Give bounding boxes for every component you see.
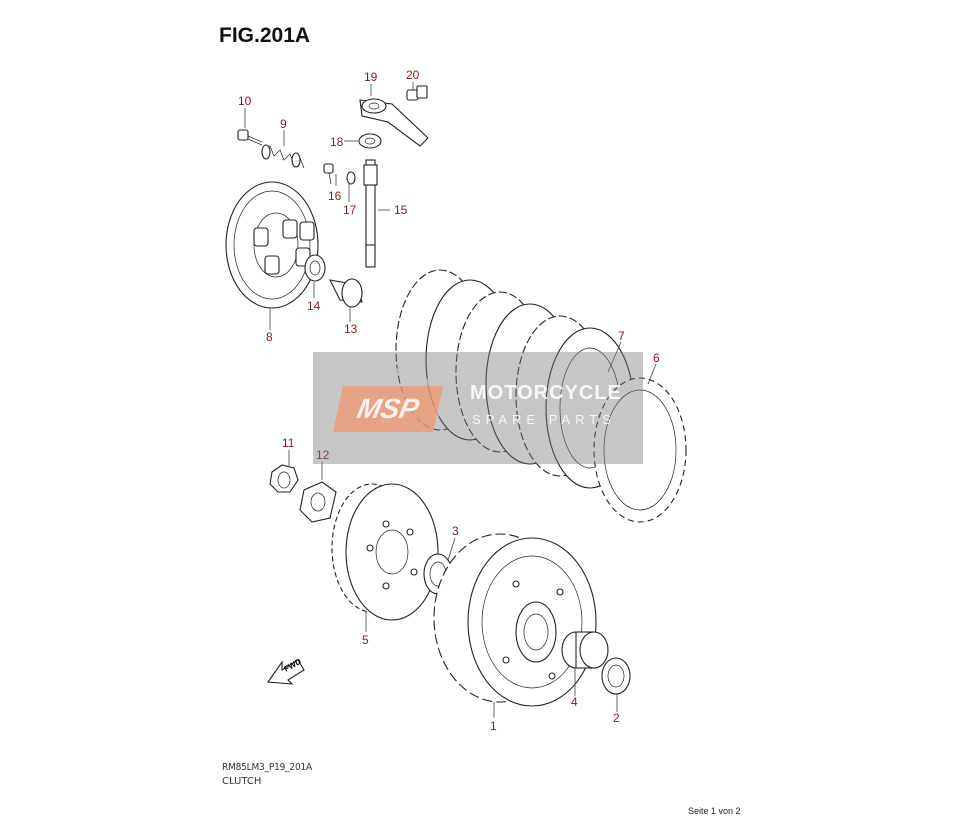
callout-2[interactable]: 2 xyxy=(613,711,620,725)
part-9-spring[interactable] xyxy=(261,144,305,169)
watermark-logo: MSP xyxy=(333,386,443,432)
callout-20[interactable]: 20 xyxy=(406,68,420,82)
callout-numbers: 1 2 3 4 5 6 7 8 9 10 11 12 13 14 15 16 1… xyxy=(238,68,660,733)
part-16-bolt[interactable] xyxy=(323,163,334,185)
callout-14[interactable]: 14 xyxy=(307,299,321,313)
part-8-pressure-plate[interactable] xyxy=(225,181,319,309)
figure-name: CLUTCH xyxy=(222,776,262,787)
callout-11[interactable]: 11 xyxy=(282,436,295,450)
figure-code: RM85LM3_P19_201A xyxy=(222,762,312,773)
part-10-bolt[interactable] xyxy=(237,129,263,146)
callout-10[interactable]: 10 xyxy=(238,94,252,108)
callout-3[interactable]: 3 xyxy=(452,524,459,538)
fwd-arrow-icon: FWD xyxy=(267,657,305,685)
part-12-lock-washer[interactable] xyxy=(299,481,337,523)
part-11-nut[interactable] xyxy=(269,464,299,493)
watermark-line1: MOTORCYCLE xyxy=(470,382,622,404)
part-14-bearing[interactable] xyxy=(304,254,326,282)
part-20-bolt[interactable] xyxy=(406,85,428,101)
callout-17[interactable]: 17 xyxy=(343,203,357,217)
leader-lines xyxy=(244,82,657,718)
page-number: Seite 1 von 2 xyxy=(688,806,741,816)
callout-5[interactable]: 5 xyxy=(362,633,369,647)
part-13-push-piece[interactable] xyxy=(329,278,363,308)
callout-9[interactable]: 9 xyxy=(280,117,287,131)
part-5-sleeve-hub[interactable] xyxy=(331,483,439,621)
part-18-oil-seal[interactable] xyxy=(358,133,382,149)
watermark-line2: SPARE PARTS xyxy=(472,412,616,427)
callout-12[interactable]: 12 xyxy=(316,448,330,462)
callout-7[interactable]: 7 xyxy=(618,329,625,343)
callout-18[interactable]: 18 xyxy=(330,135,344,149)
part-19-release-lever[interactable] xyxy=(359,98,429,147)
callout-13[interactable]: 13 xyxy=(344,322,358,336)
callout-6[interactable]: 6 xyxy=(653,351,660,365)
callout-4[interactable]: 4 xyxy=(571,695,578,709)
callout-15[interactable]: 15 xyxy=(394,203,408,217)
part-4-needle-bearing[interactable] xyxy=(561,631,609,669)
callout-8[interactable]: 8 xyxy=(266,330,273,344)
callout-1[interactable]: 1 xyxy=(490,719,497,733)
part-1-clutch-housing[interactable] xyxy=(433,533,597,707)
callout-16[interactable]: 16 xyxy=(328,189,342,203)
callout-19[interactable]: 19 xyxy=(364,70,378,84)
part-6-drive-plate[interactable] xyxy=(593,377,687,523)
part-17-washer[interactable] xyxy=(346,171,356,185)
figure-title: FIG.201A xyxy=(219,24,311,47)
part-15-release-shaft[interactable] xyxy=(363,159,378,268)
part-2-thrust-washer[interactable] xyxy=(601,657,631,695)
